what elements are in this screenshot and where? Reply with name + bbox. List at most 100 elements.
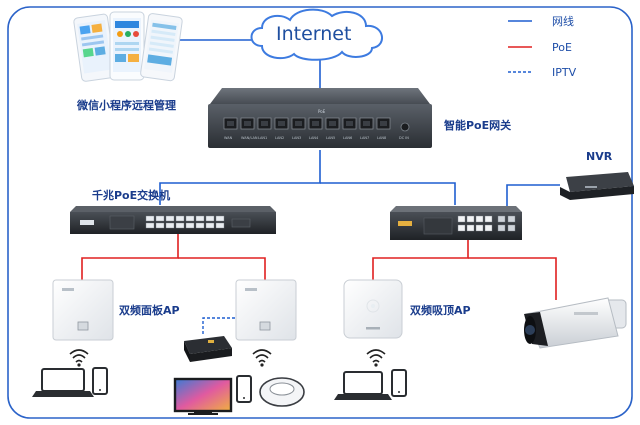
switch-ports: [145, 215, 225, 229]
switch-port: [195, 215, 205, 222]
gateway-port-label: LAN8: [377, 136, 386, 140]
robot-vacuum-icon: [259, 377, 305, 407]
switch-port: [165, 222, 175, 229]
gateway-top: [210, 88, 430, 104]
gateway-port: WAN/LAN: [240, 117, 258, 140]
switch-port: [205, 222, 215, 229]
outer-frame: [7, 6, 633, 419]
gateway-port-label: WAN/LAN: [241, 136, 258, 140]
gigabit-poe-switch-device: [70, 206, 276, 234]
label-switch: 千兆PoE交换机: [92, 188, 170, 202]
poe-switch-uplink-port: [497, 215, 506, 223]
poe-switch-uplink-port: [507, 224, 516, 232]
miniprogram-phones-icon: [73, 11, 183, 82]
gateway-port-label: WAN: [224, 136, 233, 140]
gateway-port-label: LAN3: [292, 136, 301, 140]
gateway-port: LAN8: [376, 117, 391, 140]
gateway-port: LAN4: [308, 117, 323, 140]
poe-switch-ports: [457, 215, 516, 232]
gateway-port-label: LAN2: [275, 136, 284, 140]
poe-switch-logo: [398, 221, 412, 226]
gateway-poe-text: PoE: [318, 109, 326, 114]
laptop-icon: [32, 368, 94, 397]
poe-switch-port: [457, 215, 466, 223]
label-ceiling-ap: 双频吸顶AP: [410, 303, 471, 317]
wifi-icon: [69, 349, 89, 367]
poe-switch-port: [457, 224, 466, 232]
poe-switch-port: [475, 215, 484, 223]
gateway-port-label: LAN7: [360, 136, 369, 140]
switch-port: [155, 215, 165, 222]
bullet-camera: [524, 297, 627, 349]
poe-switch-device: [390, 206, 522, 240]
poe-switch-port: [475, 224, 484, 232]
gateway-port-label: LAN5: [326, 136, 335, 140]
smartphone-icon: [236, 375, 252, 403]
smartphone-icon: [92, 367, 108, 395]
label-panel-ap: 双频面板AP: [119, 303, 180, 317]
switch-port: [205, 215, 215, 222]
switch-port: [145, 215, 155, 222]
switch-port: [195, 222, 205, 229]
wifi-icon: [252, 349, 272, 367]
gateway-port: WAN: [223, 117, 238, 140]
poe-switch-port: [484, 215, 493, 223]
cloud-shape: [250, 8, 383, 61]
smart-tv-icon: [173, 377, 233, 415]
poe-switch-port: [484, 224, 493, 232]
switch-port: [145, 222, 155, 229]
gateway-port: LAN7: [359, 117, 374, 140]
legend-label-iptv: IPTV: [552, 66, 577, 79]
gateway-dc-jack: [400, 122, 410, 132]
poe-switch-uplink-port: [497, 224, 506, 232]
legend: 网线 PoE IPTV: [508, 14, 577, 79]
connection-lines: [81, 39, 560, 335]
panel-ap-2: [235, 279, 297, 341]
ceiling-ap: [343, 279, 403, 339]
label-miniprogram: 微信小程序远程管理: [76, 98, 176, 112]
nvr-device: [560, 172, 634, 200]
poe-line-panel-ap-1: [81, 231, 179, 280]
switch-port: [215, 222, 225, 229]
switch-port: [185, 215, 195, 222]
switch-port: [175, 222, 185, 229]
label-gateway: 智能PoE网关: [444, 118, 511, 132]
gateway-port: LAN5: [325, 117, 340, 140]
internet-cloud: Internet: [250, 8, 383, 61]
gateway-port-label: LAN1: [258, 136, 267, 140]
switch-port: [175, 215, 185, 222]
switch-port: [185, 222, 195, 229]
laptop-icon: [334, 371, 392, 400]
cloud-label: Internet: [276, 23, 351, 45]
legend-label-network: 网线: [552, 14, 574, 28]
wifi-icon: [366, 349, 386, 367]
panel-ap-1: [52, 279, 114, 341]
poe-line-camera: [468, 257, 557, 300]
gateway-port-label: LAN6: [343, 136, 352, 140]
switch-port: [165, 215, 175, 222]
gateway-port-label: LAN4: [309, 136, 319, 140]
switch-port: [155, 222, 165, 229]
gateway-port-label: DC IN: [399, 136, 409, 140]
poe-switch-port: [466, 224, 475, 232]
switch-logo: [80, 220, 94, 225]
line-gateway-poe-switch: [320, 182, 456, 205]
smartphone-icon: [391, 369, 407, 397]
line-switch-nvr: [506, 184, 560, 206]
poe-line-panel-ap-2: [178, 257, 266, 280]
legend-label-poe: PoE: [552, 41, 572, 54]
gateway-port: LAN6: [342, 117, 357, 140]
switch-port: [215, 215, 225, 222]
iptv-set-top-box: [184, 336, 232, 362]
label-nvr: NVR: [586, 150, 613, 163]
iptv-line: [202, 317, 245, 335]
gateway-port: LAN1: [257, 117, 272, 140]
poe-line-ceiling-ap: [372, 240, 469, 280]
poe-switch-port: [466, 215, 475, 223]
poe-switch-uplink-port: [507, 215, 516, 223]
gateway-port: LAN3: [291, 117, 306, 140]
